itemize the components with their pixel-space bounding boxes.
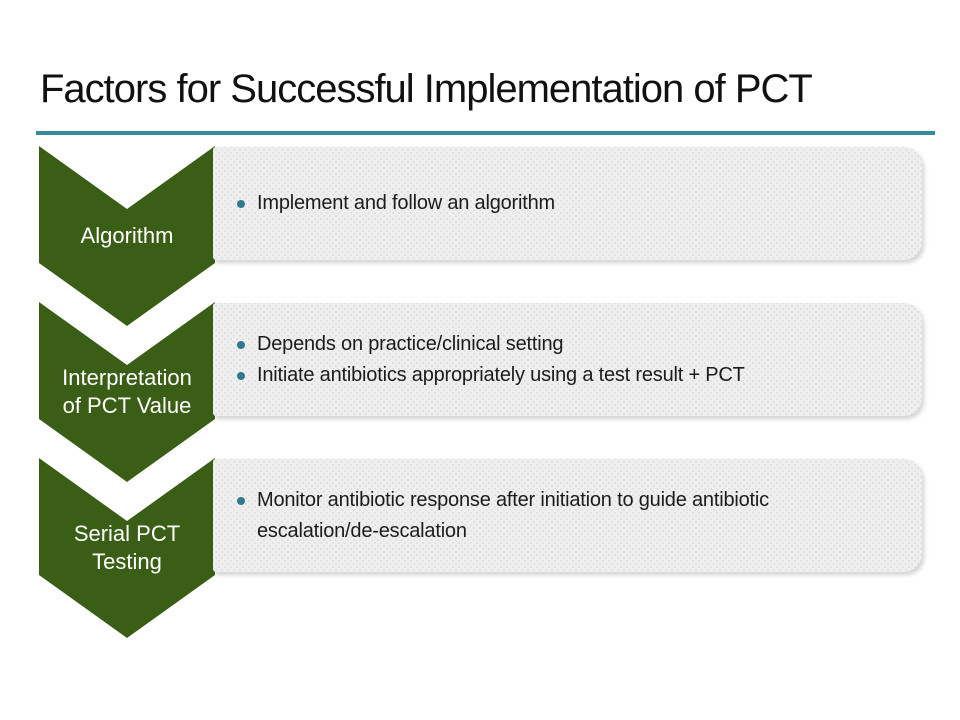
process-row-algorithm: Algorithm Implement and follow an algori… xyxy=(0,146,960,326)
chevron-shape xyxy=(39,458,215,638)
process-row-serial-testing: Serial PCT Testing Monitor antibiotic re… xyxy=(0,458,960,638)
content-box: Monitor antibiotic response after initia… xyxy=(213,459,922,572)
page-title: Factors for Successful Implementation of… xyxy=(40,67,813,111)
bullet-text: Depends on practice/clinical setting xyxy=(257,332,564,355)
bullet-dot-icon xyxy=(237,371,245,380)
content-box: Implement and follow an algorithm xyxy=(213,147,922,260)
bullet-dot-icon xyxy=(237,340,245,349)
bullet-text: Initiate antibiotics appropriately using… xyxy=(257,363,745,386)
bullet-dot-icon xyxy=(237,200,245,208)
chevron-shape xyxy=(39,302,215,482)
process-row-interpretation: Interpretation of PCT Value Depends on p… xyxy=(0,302,960,482)
chevron-down-icon xyxy=(39,146,215,326)
chevron-down-icon xyxy=(39,458,215,638)
bullet-item: Initiate antibiotics appropriately using… xyxy=(237,360,910,391)
content-box: Depends on practice/clinical setting Ini… xyxy=(213,303,922,416)
bullet-item: Monitor antibiotic response after initia… xyxy=(237,485,910,547)
bullet-text: Monitor antibiotic response after initia… xyxy=(257,488,769,542)
bullet-dot-icon xyxy=(237,496,245,505)
title-underline xyxy=(36,131,935,135)
chevron-shape xyxy=(39,146,215,326)
chevron-down-icon xyxy=(39,302,215,482)
bullet-text: Implement and follow an algorithm xyxy=(257,192,555,214)
bullet-item: Implement and follow an algorithm xyxy=(237,188,910,219)
bullet-item: Depends on practice/clinical setting xyxy=(237,329,910,360)
